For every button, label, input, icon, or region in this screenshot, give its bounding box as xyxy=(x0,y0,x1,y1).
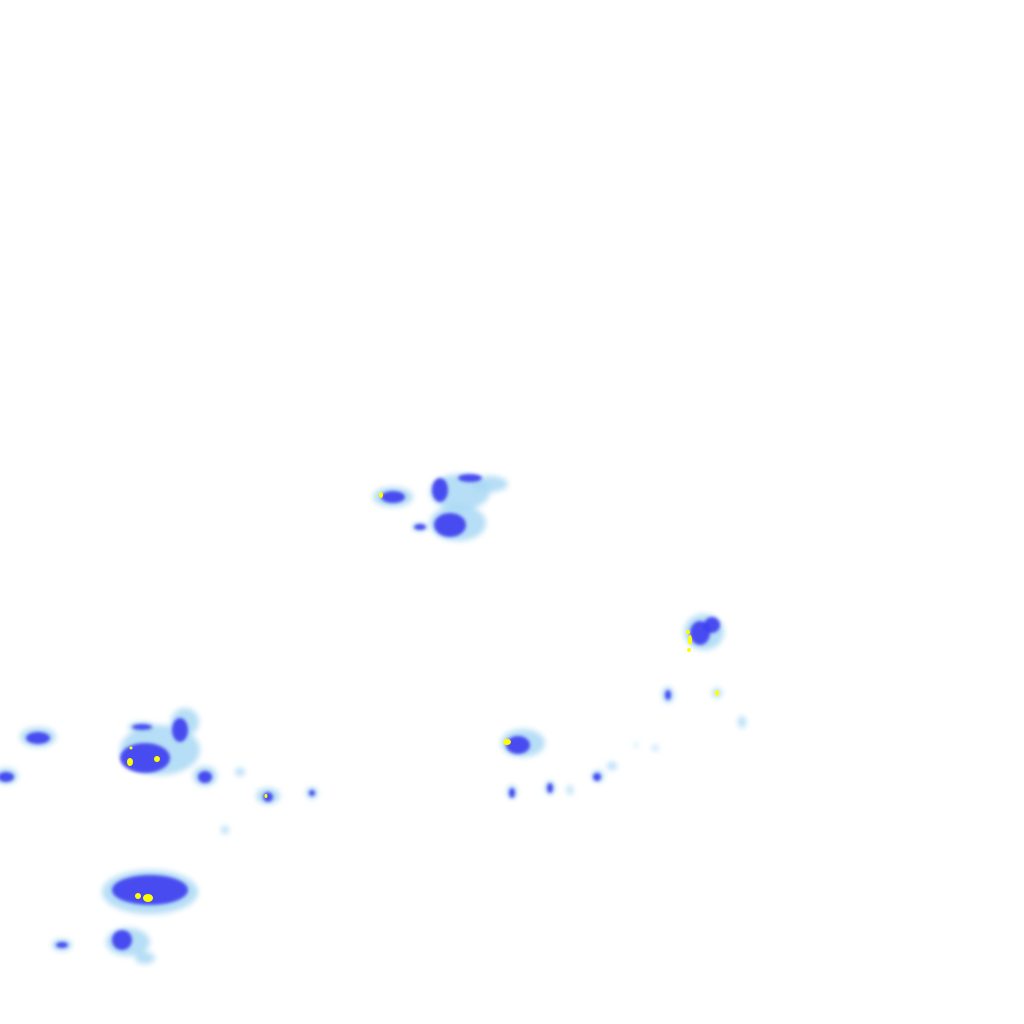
moderate-precip-cell xyxy=(432,478,448,502)
moderate-precip-cell xyxy=(172,718,188,742)
light-precip-cell xyxy=(652,745,658,751)
moderate-precip-cell xyxy=(381,491,405,503)
moderate-precip-cell xyxy=(509,788,515,798)
moderate-precip-cell xyxy=(120,743,170,773)
moderate-precip-cell xyxy=(0,772,14,782)
heavy-precip-cell xyxy=(143,894,153,902)
heavy-precip-cell xyxy=(715,690,719,696)
heavy-precip-cell xyxy=(127,758,133,766)
moderate-precip-cell xyxy=(309,790,315,796)
light-precip-cell xyxy=(135,952,155,964)
light-precip-cell xyxy=(472,476,508,492)
moderate-precip-cell xyxy=(26,732,50,744)
moderate-precip-cell xyxy=(434,513,466,537)
moderate-precip-cell xyxy=(414,524,426,530)
moderate-precip-cell xyxy=(458,474,482,482)
light-precip-cell xyxy=(738,716,746,728)
moderate-precip-cell xyxy=(198,771,212,783)
heavy-precip-cell xyxy=(503,739,511,745)
moderate-precip-cell xyxy=(112,930,132,950)
moderate-precip-cell xyxy=(547,783,553,793)
light-precip-cell xyxy=(221,826,229,834)
moderate-precip-cell xyxy=(263,792,273,802)
moderate-precip-cell xyxy=(112,875,188,905)
heavy-precip-cell xyxy=(135,893,141,899)
heavy-precip-cell xyxy=(686,630,690,634)
light-precip-cell xyxy=(235,768,245,776)
moderate-precip-cell xyxy=(593,773,601,781)
light-precip-cell xyxy=(607,762,617,770)
heavy-precip-cell xyxy=(687,648,691,652)
heavy-precip-cell xyxy=(264,794,268,798)
heavy-precip-cell xyxy=(688,635,692,645)
moderate-precip-cell xyxy=(506,736,530,754)
moderate-precip-cell xyxy=(56,942,68,948)
heavy-precip-cell xyxy=(154,756,160,762)
moderate-precip-cell xyxy=(665,690,671,700)
moderate-precip-cell xyxy=(704,617,720,633)
light-precip-cell xyxy=(567,785,573,795)
heavy-precip-cell xyxy=(129,746,133,750)
moderate-precip-cell xyxy=(132,724,152,730)
heavy-precip-cell xyxy=(379,492,383,498)
light-precip-cell xyxy=(634,743,638,747)
